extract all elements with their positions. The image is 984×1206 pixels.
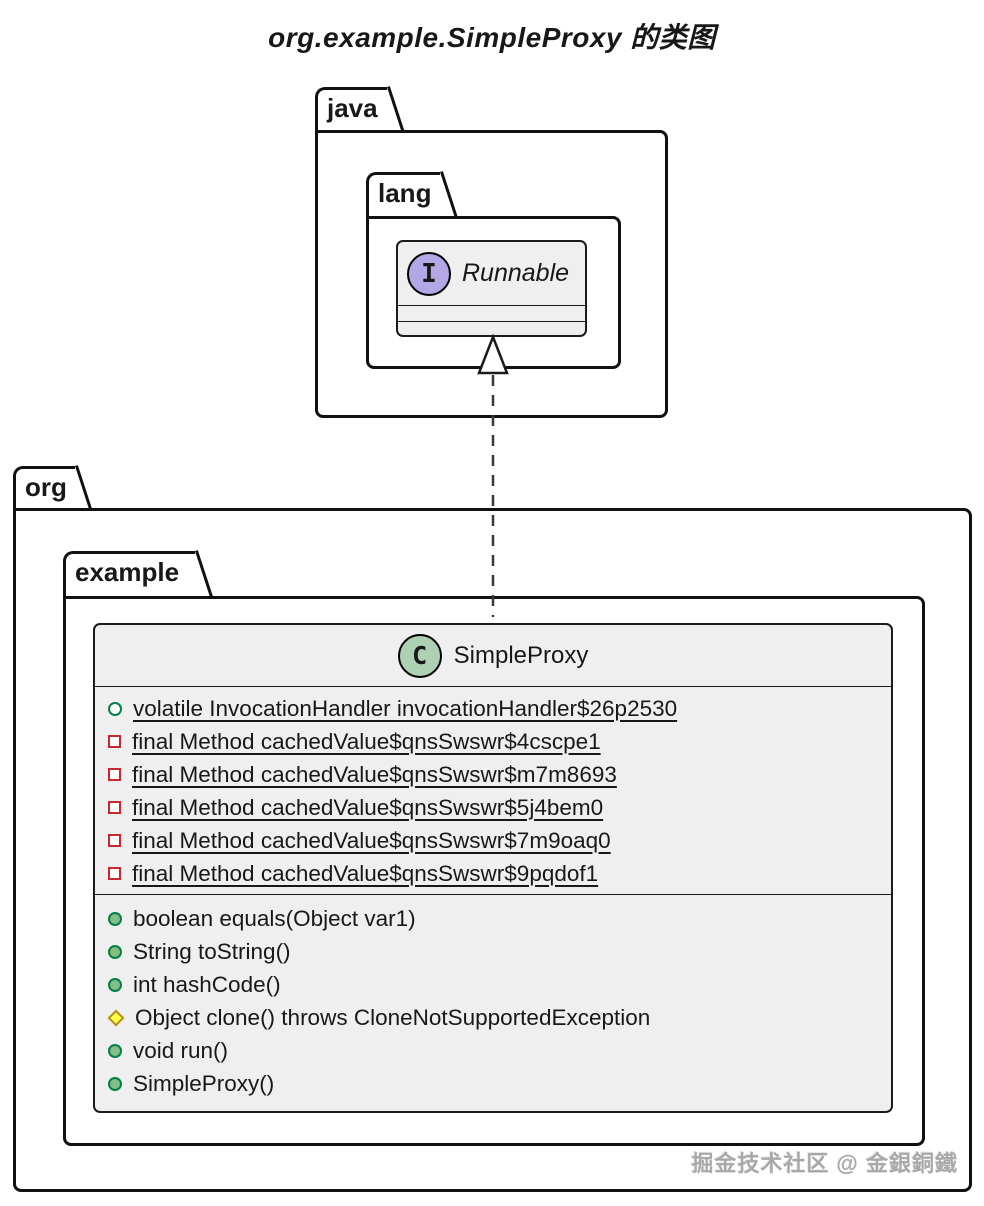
method-row: void run() [95, 1034, 891, 1067]
protected-method-icon [107, 1009, 125, 1026]
field-row: final Method cachedValue$qnsSwswr$4cscpe… [95, 725, 891, 758]
diagram-title: org.example.SimpleProxy 的类图 [268, 22, 716, 53]
method-row: SimpleProxy() [95, 1067, 891, 1100]
empty-methods-compartment [398, 321, 585, 338]
package-lang-label: lang [378, 178, 432, 208]
interface-name: Runnable [462, 259, 570, 287]
class-badge-icon: C [397, 633, 442, 678]
public-method-icon [108, 944, 122, 959]
private-static-field-icon [108, 801, 121, 814]
method-row: String toString() [95, 935, 891, 968]
hollow-triangle-arrowhead [477, 333, 509, 375]
methods-compartment: boolean equals(Object var1) String toStr… [95, 894, 891, 1104]
method-row: int hashCode() [95, 968, 891, 1001]
package-org-body [13, 508, 972, 1192]
package-example-label: example [75, 557, 180, 587]
package-java-tab: java [315, 86, 405, 132]
private-static-field-icon [108, 867, 121, 880]
package-org-tab: org [13, 465, 93, 510]
realization-connector [477, 333, 509, 617]
field-row: final Method cachedValue$qnsSwswr$m7m869… [95, 758, 891, 791]
public-method-icon [108, 1076, 122, 1091]
interface-header: I Runnable [398, 242, 585, 305]
package-java-body [315, 130, 668, 418]
method-row: boolean equals(Object var1) [95, 902, 891, 935]
private-static-field-icon [108, 735, 121, 748]
package-org-label: org [25, 472, 67, 502]
field-row: final Method cachedValue$qnsSwswr$7m9oaq… [95, 824, 891, 857]
public-static-field-icon [108, 701, 122, 716]
package-java-label: java [327, 93, 378, 123]
class-name: SimpleProxy [453, 641, 589, 669]
empty-fields-compartment [398, 305, 585, 321]
interface-runnable-box: I Runnable [396, 240, 587, 337]
public-method-icon [108, 977, 122, 992]
private-static-field-icon [108, 768, 121, 781]
package-lang-tab: lang [366, 171, 458, 218]
class-header: C SimpleProxy [95, 625, 891, 687]
watermark: 掘金技术社区 @ 金銀銅鐵 [691, 1151, 958, 1176]
field-row: final Method cachedValue$qnsSwswr$5j4bem… [95, 791, 891, 824]
public-method-icon [108, 1043, 122, 1058]
field-row: volatile InvocationHandler invocationHan… [95, 692, 891, 725]
package-example-tab: example [63, 550, 214, 598]
field-row: final Method cachedValue$qnsSwswr$9pqdof… [95, 857, 891, 890]
fields-compartment: volatile InvocationHandler invocationHan… [95, 687, 891, 894]
public-method-icon [108, 911, 122, 926]
private-static-field-icon [108, 834, 121, 847]
interface-badge-icon: I [407, 251, 451, 296]
class-simpleproxy-box: C SimpleProxy volatile InvocationHandler… [93, 623, 893, 1113]
folder-tab-slant [75, 465, 93, 510]
folder-tab-slant [387, 86, 405, 132]
method-row: Object clone() throws CloneNotSupportedE… [95, 1001, 891, 1034]
